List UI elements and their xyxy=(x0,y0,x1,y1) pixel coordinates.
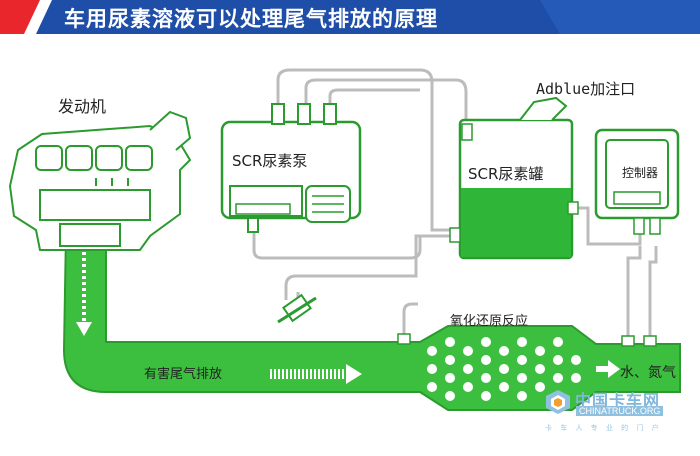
pipe-tank-return xyxy=(304,78,468,122)
output-arrow-icon xyxy=(608,360,620,378)
title-bar: 车用尿素溶液可以处理尾气排放的原理 xyxy=(0,0,700,34)
watermark-slogan: 卡 车 人 专 业 的 门 户 xyxy=(545,424,662,432)
pipe-to-injector xyxy=(284,234,458,300)
pipe-sensor-2 xyxy=(626,246,642,340)
redox-label: 氧化还原反应 xyxy=(450,314,529,329)
scr-diagram xyxy=(8,68,681,411)
engine-label: 发动机 xyxy=(58,97,107,116)
engine xyxy=(8,110,192,251)
pipe-pump-feed xyxy=(328,88,420,108)
pipe-sensor-3 xyxy=(648,246,658,340)
pipe-tank-ctrl xyxy=(572,206,642,246)
diagram-title: 车用尿素溶液可以处理尾气排放的原理 xyxy=(64,7,438,31)
controller-label: 控制器 xyxy=(622,166,659,180)
scr-tank xyxy=(449,96,579,260)
controller-unit xyxy=(594,128,680,235)
arrow-down-icon xyxy=(76,322,92,336)
adblue-inlet-label: Adblue加注口 xyxy=(536,80,636,98)
scr-pump xyxy=(220,103,362,233)
pipe-sensor-1 xyxy=(402,302,418,340)
pipe-pump-tank xyxy=(252,230,422,260)
catalyst-honeycomb xyxy=(427,337,581,401)
exhaust-pipe xyxy=(62,231,681,411)
watermark: 中国卡车网 CHINATRUCK.ORG 卡 车 人 专 业 的 门 户 xyxy=(541,383,671,435)
sensors xyxy=(397,333,657,347)
watermark-name: 中国卡车网 xyxy=(575,391,661,410)
scr-pump-label: SCR尿素泵 xyxy=(232,152,308,170)
watermark-domain: CHINATRUCK.ORG xyxy=(576,406,664,416)
chinatruck-logo-icon xyxy=(546,390,570,414)
urea-injector xyxy=(277,293,317,324)
arrow-right-icon xyxy=(346,364,362,384)
exhaust-label: 有害尾气排放 xyxy=(144,367,223,382)
scr-tank-label: SCR尿素罐 xyxy=(468,165,544,183)
output-label: 水、氮气 xyxy=(620,365,676,381)
title-banner-shape xyxy=(0,0,700,34)
pipes xyxy=(252,68,658,340)
